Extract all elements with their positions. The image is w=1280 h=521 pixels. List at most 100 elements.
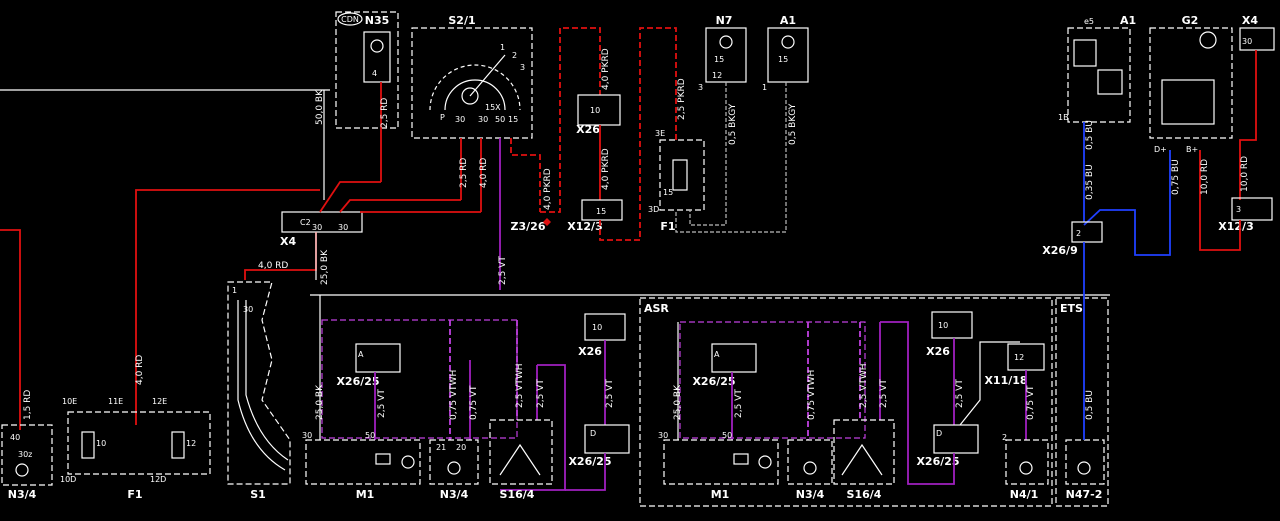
g2-wire-100rd: 10,0 RD — [1200, 159, 1210, 195]
x26-top-label: X26 — [576, 123, 600, 136]
x26-25-b2-wire: 2,5 VT — [955, 379, 965, 408]
s2-wire-25vt: 2,5 VT — [498, 256, 508, 285]
s1-pin1: 1 — [232, 286, 237, 295]
a1-top-component: A1 15 1 — [762, 14, 809, 92]
z3-26-label: Z3/26 — [511, 220, 546, 233]
x11-18-pin12: 12 — [1014, 353, 1024, 362]
x26-9-wire-035bu: 0,35 BU — [1085, 164, 1095, 200]
n7-wire-bkgy: 0,5 BKGY — [728, 103, 738, 145]
x4-wire-250bk: 25,0 BK — [320, 249, 330, 285]
x12-3-right-label: X12/3 — [1218, 220, 1253, 233]
x4-pin-c2: C2 — [300, 218, 311, 227]
f1-pin-11e: 11E — [108, 397, 123, 406]
x26-a-pin10: 10 — [592, 323, 602, 332]
x26-25-a1-pin-a: A — [358, 350, 364, 359]
s16-4-b-component: S16/4 — [833, 419, 895, 501]
x26-top-connector: 10 X26 — [576, 94, 621, 136]
n3-4-a-label: N3/4 — [440, 488, 469, 501]
s2-1-component: S2/1 P 1 2 3 30 30 50 15X 15 — [411, 14, 533, 139]
x4-left-label: X4 — [280, 235, 296, 248]
x4-right-connector: X4 30 — [1239, 14, 1275, 51]
m1a-pin50: 50 — [365, 431, 375, 440]
s1-pin30: 30 — [243, 305, 253, 314]
a1-right-component: e5 A1 1B — [1058, 14, 1136, 123]
x12-3-mid-connector: 15 X12/3 — [567, 199, 623, 233]
x26-b-pin10: 10 — [938, 321, 948, 330]
a1-top-label: A1 — [780, 14, 796, 27]
m1b-pin50: 50 — [722, 431, 732, 440]
x26-b-connector: 10 X26 — [926, 311, 973, 358]
n35-pin4: 4 — [372, 69, 377, 78]
x26-25-a2-connector: D X26/25 — [568, 424, 630, 468]
n7-label: N7 — [716, 14, 733, 27]
n4-1-wire: 0,75 VT — [1026, 385, 1036, 420]
x12-3-mid-label: X12/3 — [567, 220, 602, 233]
s2-wire-25rd: 2,5 RD — [459, 158, 469, 188]
n3-4-left-pin30z: 30z — [18, 450, 32, 459]
m1-a-component: 30 50 M1 — [302, 431, 421, 501]
s16b-wire-25vtwh: 2,5 VTWH — [859, 364, 869, 409]
x4-left-connector: C2 30 30 X4 — [280, 211, 363, 248]
a1-top-pin15: 15 — [778, 55, 788, 64]
g2-wire-075bu: 0,75 BU — [1171, 159, 1181, 195]
n3-4-left-component: 40 30z N3/4 — [1, 424, 53, 501]
m1a-wire-250bk: 25,0 BK — [315, 384, 325, 420]
s2-pin-30b: 30 — [478, 115, 488, 124]
s2-pin-15: 15 — [508, 115, 518, 124]
n7-pin15: 15 — [714, 55, 724, 64]
x26-b-label: X26 — [926, 345, 950, 358]
s2-1-label: S2/1 — [448, 14, 475, 27]
x4-right-label: X4 — [1242, 14, 1258, 27]
x26-25-a1-connector: A X26/25 — [336, 343, 401, 388]
f1-pin-10e: 10E — [62, 397, 77, 406]
x26-25-a2-pin-d: D — [590, 429, 596, 438]
x26-25-b2-label: X26/25 — [916, 455, 959, 468]
s2-pos-p: P — [440, 113, 445, 122]
x26-top-pin10: 10 — [590, 106, 600, 115]
asr-label: ASR — [644, 302, 669, 315]
f1-pin-12: 12 — [186, 439, 196, 448]
x26-9-pin2: 2 — [1076, 229, 1081, 238]
s16a-wire-25vt: 2,5 VT — [536, 379, 546, 408]
m1b-wire-25vt: 2,5 VT — [734, 389, 744, 418]
n3-4-left-wire: 1,5 RD — [23, 390, 33, 420]
s2-wire-40rd: 4,0 RD — [479, 158, 489, 188]
s16-4-a-label: S16/4 — [500, 488, 535, 501]
f1-pin-15: 15 — [663, 188, 673, 197]
cdn-label: CDN — [341, 15, 359, 24]
x26-25-b1-label: X26/25 — [692, 375, 735, 388]
x26-9-connector: 2 X26/9 — [1042, 221, 1103, 257]
a1-wire-bkgy: 0,5 BKGY — [788, 103, 798, 145]
n47-2-component: N47-2 — [1065, 439, 1105, 501]
n35-wire-label: 2,5 RD — [380, 98, 390, 128]
n3-4-left-pin40: 40 — [10, 433, 20, 442]
s2-pin-30a: 30 — [455, 115, 465, 124]
n47-2-label: N47-2 — [1066, 488, 1103, 501]
f1-wire-25pkrd: 2,5 PKRD — [677, 78, 687, 120]
f1-mid-component: 3E 3D 15 F1 — [648, 129, 705, 233]
n3-4-a-pin20: 20 — [456, 443, 466, 452]
g2-label: G2 — [1182, 14, 1199, 27]
x12-right-pin3: 3 — [1236, 205, 1241, 214]
x26-25-b1-pin-a: A — [714, 350, 720, 359]
n4-1-pin2: 2 — [1002, 433, 1007, 442]
n7-pin12: 12 — [712, 71, 722, 80]
g2-pin-dplus: D+ — [1154, 145, 1167, 154]
x26-25-a2-wire: 2,5 VT — [605, 379, 615, 408]
f1-bottom-label: F1 — [127, 488, 142, 501]
n7-component: N7 15 12 3 — [698, 14, 747, 92]
bk-wire-label: 50,0 BK — [315, 89, 325, 125]
n3a-wire-075vt: 0,75 VT — [469, 385, 479, 420]
x12-mid-pin16: 15 — [596, 207, 606, 216]
x4-pin-30b: 30 — [338, 223, 348, 232]
f1-pin-3e: 3E — [655, 129, 665, 138]
n3-4-a-component: 21 20 N3/4 — [429, 439, 479, 501]
a1-right-label: A1 — [1120, 14, 1136, 27]
f1-wire-40rd: 4,0 RD — [135, 355, 145, 385]
m1-a-label: M1 — [356, 488, 375, 501]
n3a-wire-075vtwh: 0,75 VTWH — [449, 370, 459, 420]
n3b-wire-075vtwh: 0,75 VTWH — [807, 370, 817, 420]
x12-wire-40pkrd: 4,0 PKRD — [601, 148, 611, 190]
x12-right-wire-a: 10,0 RD — [1240, 156, 1250, 192]
m1b-pin30: 30 — [658, 431, 668, 440]
